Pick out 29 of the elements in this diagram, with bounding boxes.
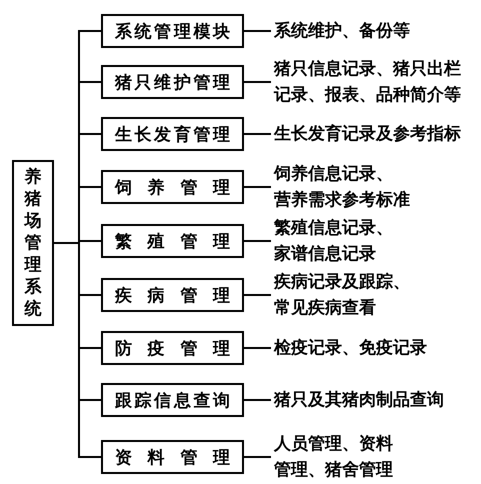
connector-line (244, 133, 271, 135)
description-text: 生长发育记录及参考指标 (274, 119, 474, 149)
module-box: 繁殖管理 (101, 224, 244, 258)
connector-line (244, 81, 271, 83)
description-text: 系统维护、备份等 (274, 16, 474, 46)
module-box: 系统管理模块 (101, 14, 244, 48)
description-text: 繁殖信息记录、家谱信息记录 (274, 213, 398, 269)
module-box: 资料管理 (101, 440, 244, 474)
connector-line (54, 242, 101, 458)
description-text: 猪只及其猪肉制品查询 (274, 385, 474, 415)
connector-line (244, 456, 271, 458)
system-box: 养猪场管理系统 (12, 160, 54, 326)
connector-line (244, 186, 271, 188)
connector-line (244, 347, 271, 349)
module-box: 防疫管理 (101, 331, 244, 365)
module-box: 饲养管理 (101, 170, 244, 204)
connector-line (244, 240, 271, 242)
module-box: 猪只维护管理 (101, 65, 244, 99)
connector-line (244, 30, 271, 32)
module-box: 疾病管理 (101, 278, 244, 312)
description-text: 饲养信息记录、营养需求参考标准 (274, 159, 422, 215)
description-text: 检疫记录、免疫记录 (274, 333, 474, 363)
description-text: 猪只信息记录、猪只出栏记录、报表、品种简介等 (274, 54, 468, 110)
module-box: 生长发育管理 (101, 117, 244, 151)
connector-line (244, 294, 271, 296)
module-box: 跟踪信息查询 (101, 383, 244, 417)
description-text: 疾病记录及跟踪、常见疾病查看 (274, 267, 416, 323)
connector-line (244, 399, 271, 401)
description-text: 人员管理、资料管理、猪舍管理 (274, 429, 398, 484)
